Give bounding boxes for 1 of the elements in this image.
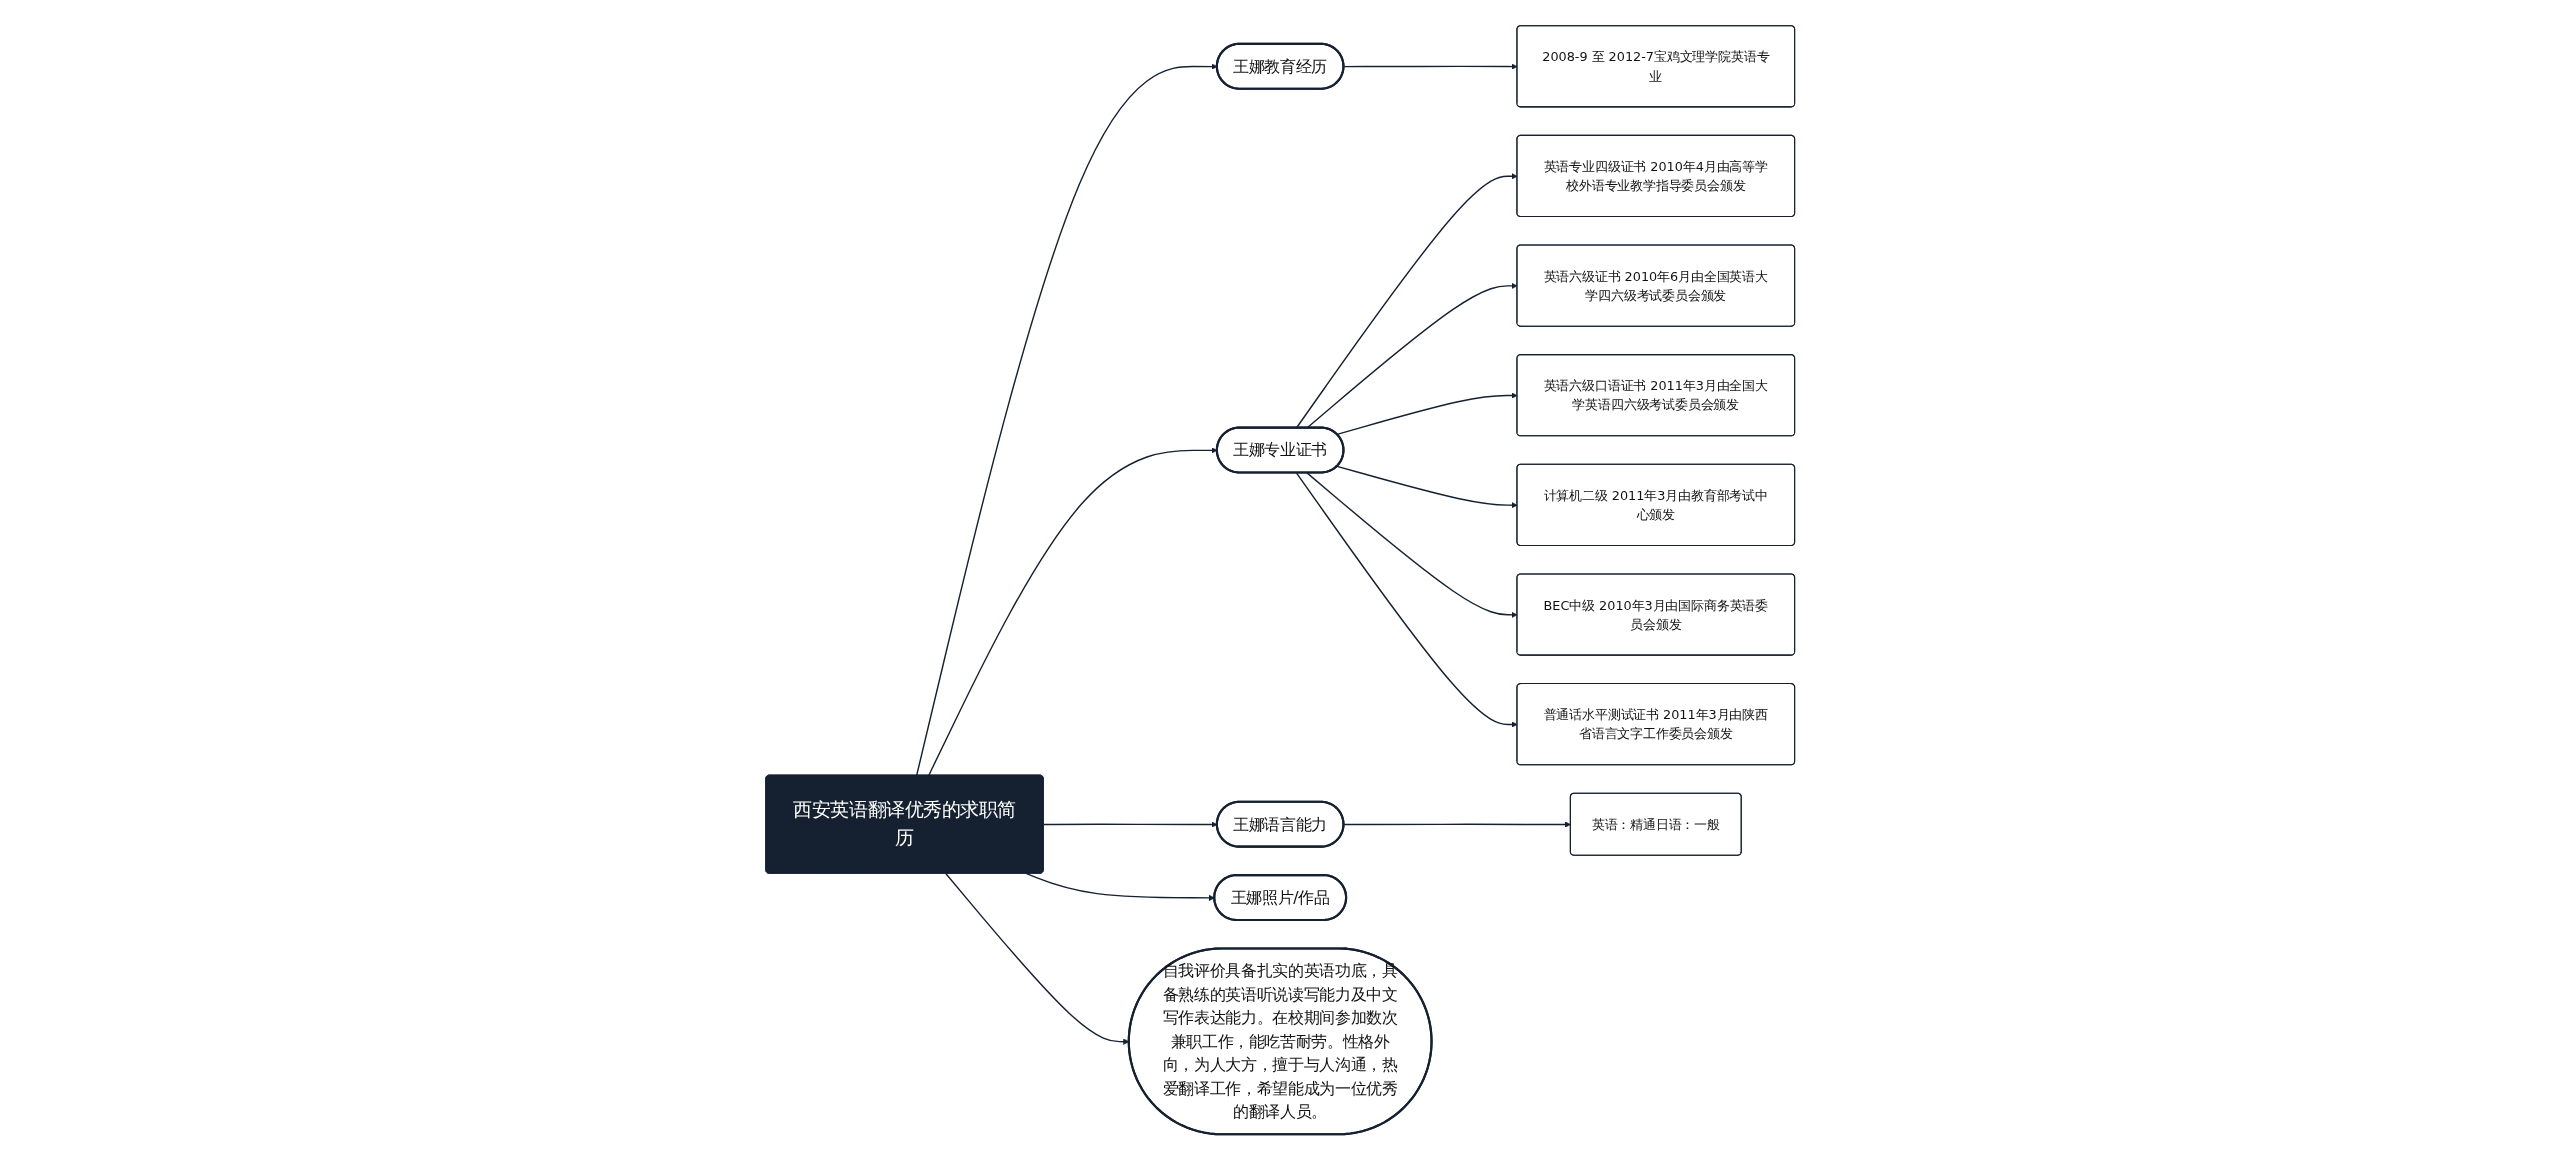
arrow bbox=[1025, 873, 1215, 901]
